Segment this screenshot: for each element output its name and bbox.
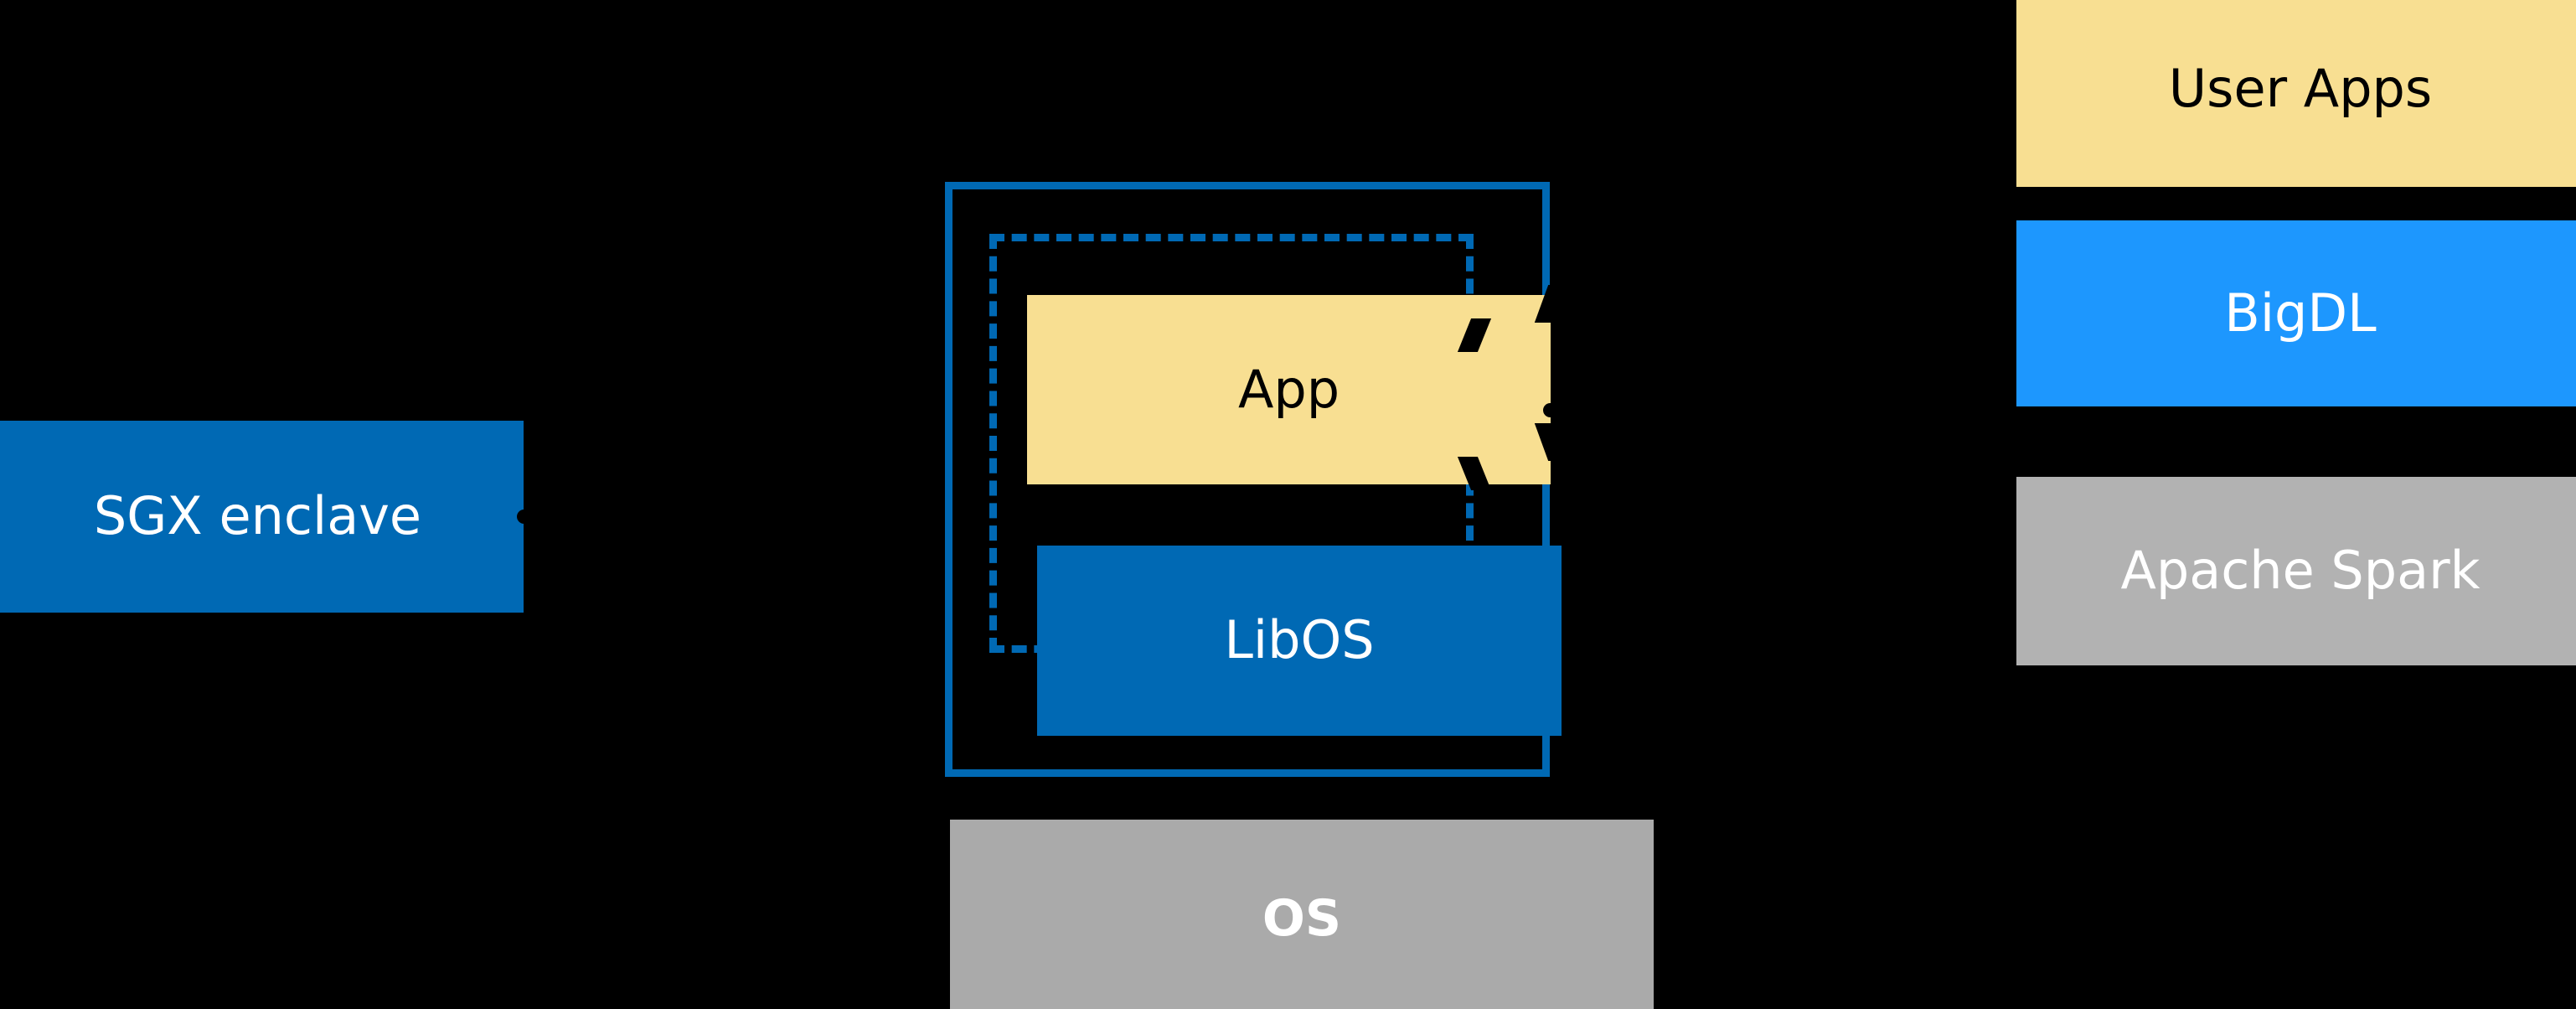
os-box[interactable]: OS <box>950 820 1654 1009</box>
app-box[interactable]: App <box>1027 295 1551 484</box>
app-label: App <box>1237 358 1340 420</box>
libos-box[interactable]: LibOS <box>1037 546 1562 736</box>
sgx-enclave-label: SGX enclave <box>93 485 422 547</box>
libos-label: LibOS <box>1224 609 1375 671</box>
user-apps-box[interactable]: User Apps <box>2016 0 2576 187</box>
apache-spark-box[interactable]: Apache Spark <box>2016 477 2576 665</box>
app-connector-dot <box>1543 403 1557 417</box>
bigdl-box[interactable]: BigDL <box>2016 220 2576 406</box>
bigdl-label: BigDL <box>2224 282 2377 344</box>
user-apps-label: User Apps <box>2168 58 2433 120</box>
os-label: OS <box>1262 889 1342 948</box>
sgx-enclave-connector-dot <box>517 510 531 524</box>
sgx-enclave-box[interactable]: SGX enclave <box>0 421 524 613</box>
apache-spark-label: Apache Spark <box>2120 540 2480 602</box>
